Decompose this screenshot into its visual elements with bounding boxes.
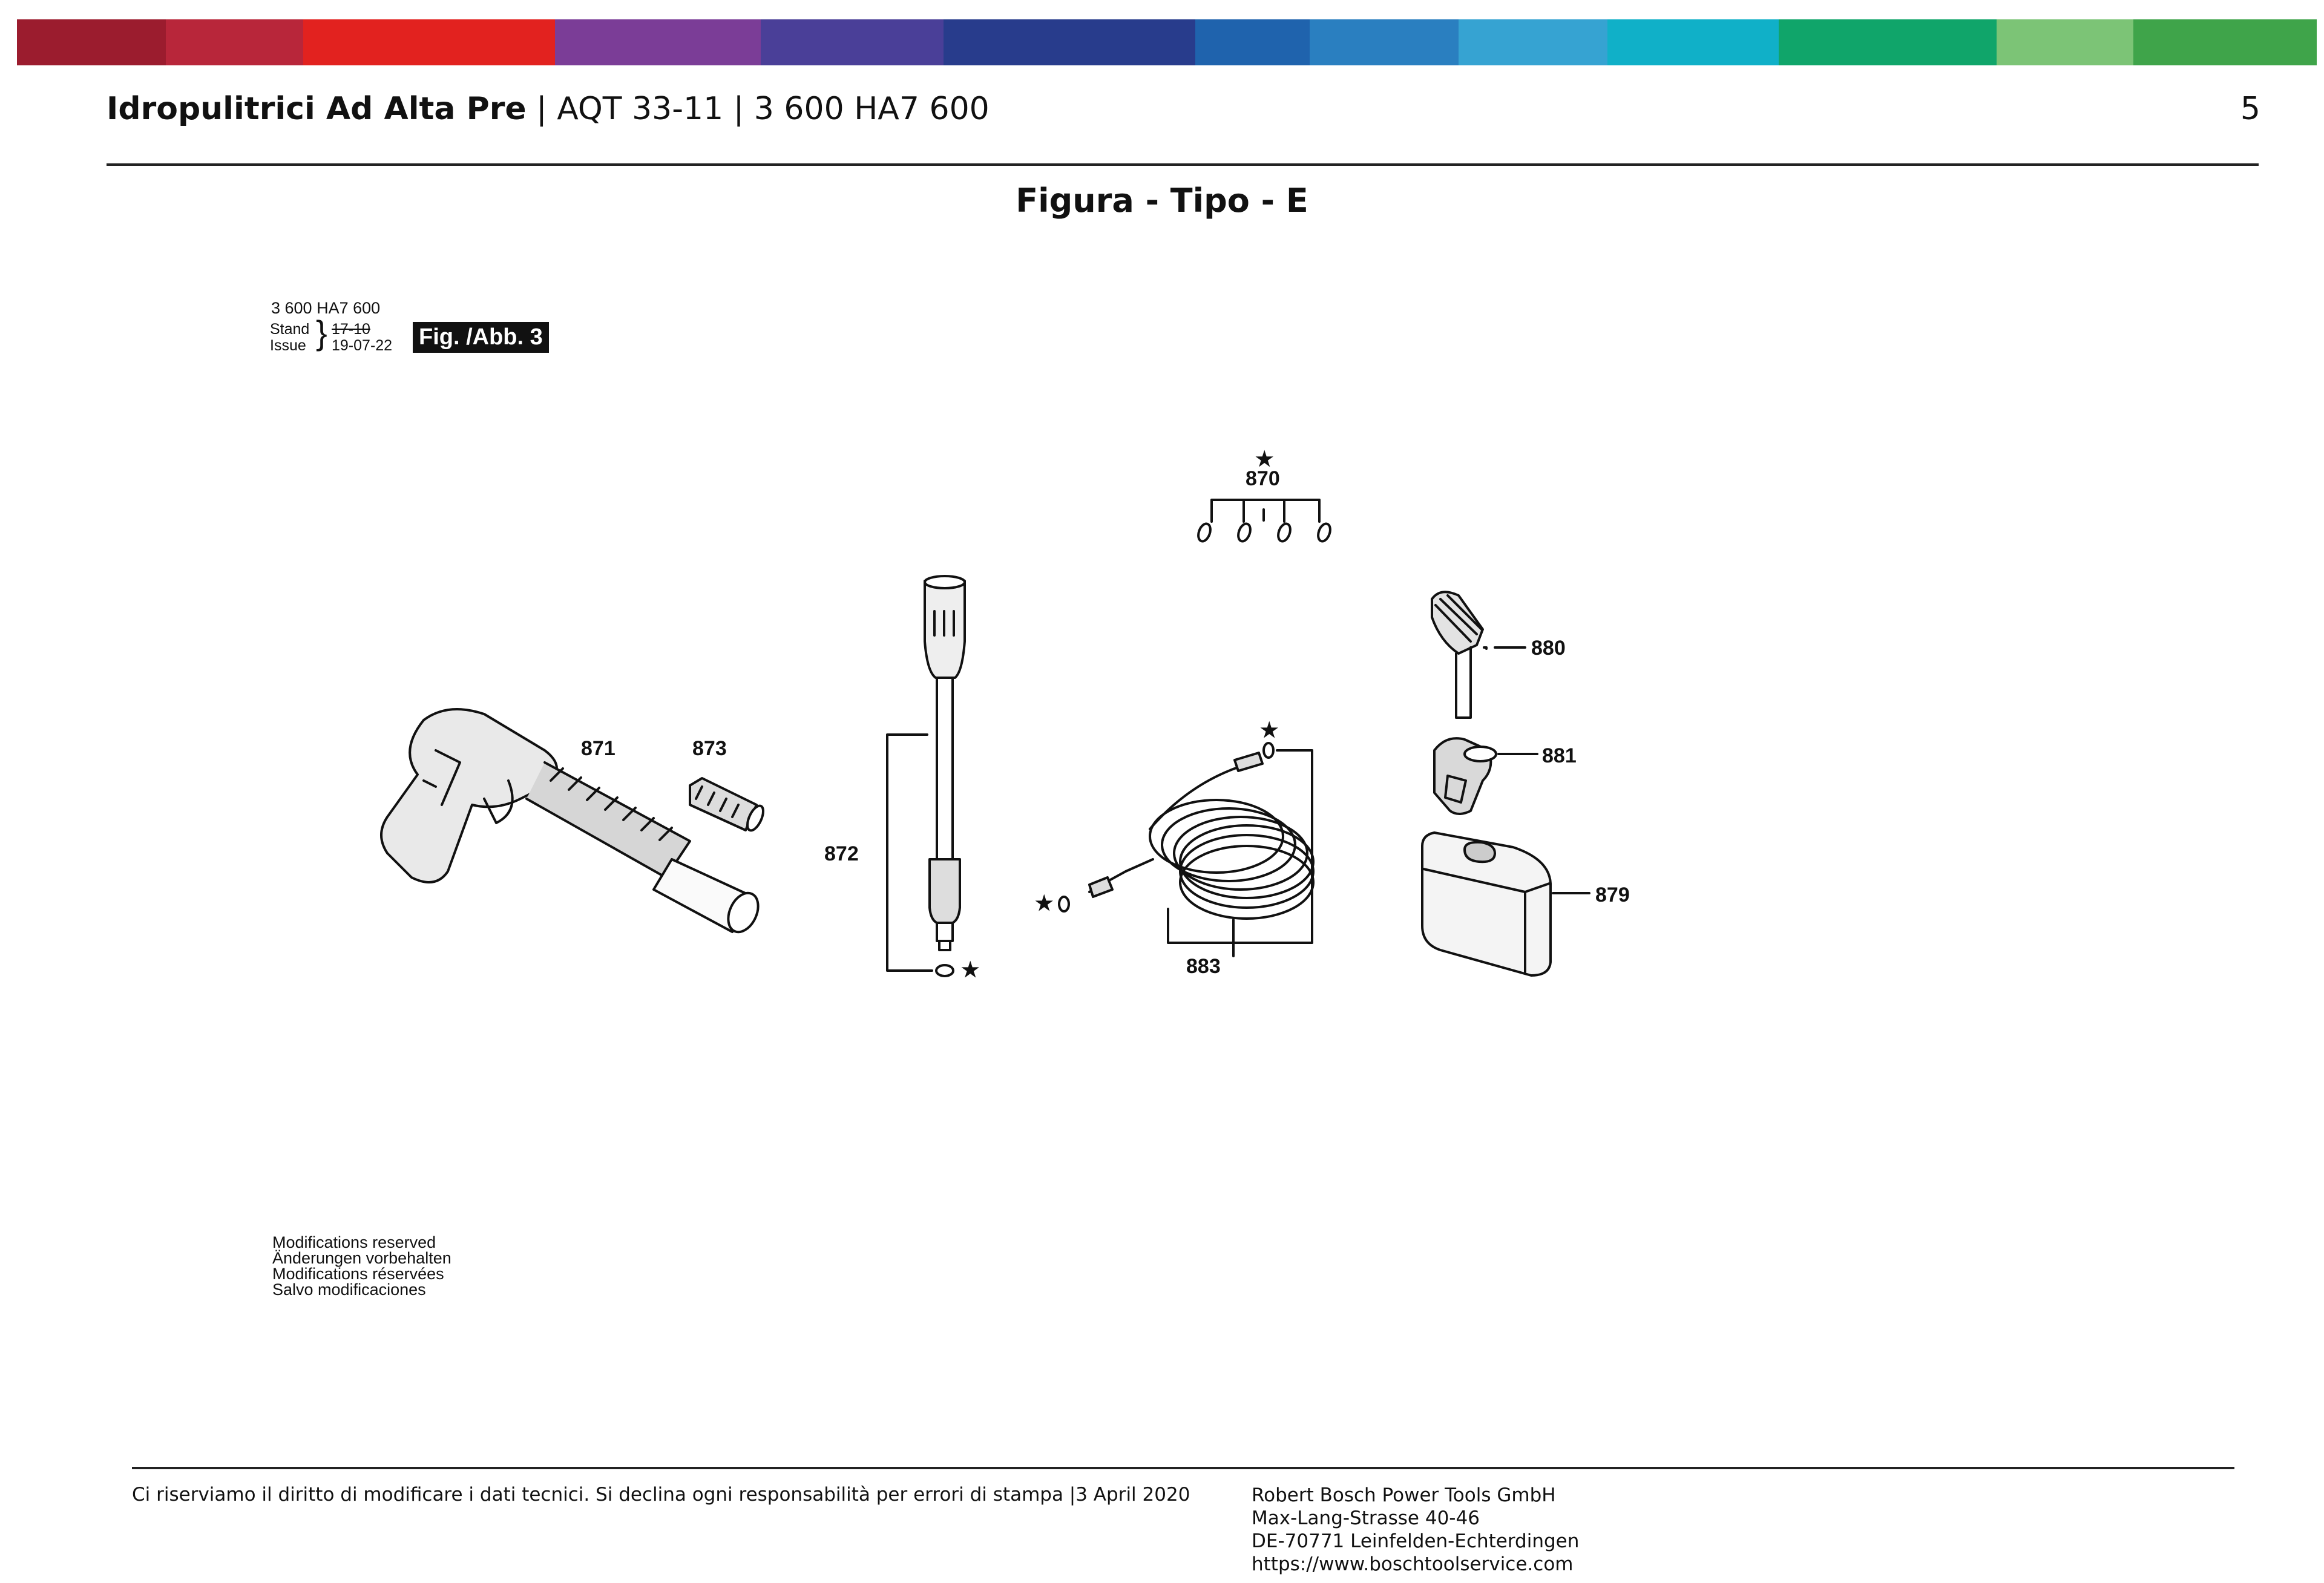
website-link[interactable]: https://www.boschtoolservice.com [1252,1553,1574,1575]
star-icon: ★ [1260,719,1278,742]
header-separator: | [733,91,744,127]
footer-disclaimer: Ci riserviamo il diritto di modificare i… [132,1484,1190,1506]
color-segment [17,19,166,65]
footer-address: Robert Bosch Power Tools GmbH Max-Lang-S… [1252,1484,1579,1576]
brand-color-bar [17,19,2317,65]
issue-date: 19-07-22 [332,337,393,354]
color-segment [165,19,303,65]
part-label-883: 883 [1186,955,1221,978]
color-segment [1779,19,1997,65]
star-icon: ★ [1035,892,1053,915]
modifications-notice: Modifications reserved Änderungen vorbeh… [272,1233,451,1299]
color-segment [554,19,761,65]
modifications-line: Änderungen vorbehalten [272,1249,451,1267]
part-label-880: 880 [1531,637,1566,660]
color-segment [1996,19,2134,65]
color-segment [2133,19,2317,65]
issue-label: Issue [270,337,306,354]
model-name: AQT 33-11 [557,91,724,127]
company-name: Robert Bosch Power Tools GmbH [1252,1484,1556,1506]
brace-icon: } [316,313,327,352]
product-name: Idropulitrici Ad Alta Pre [107,91,527,127]
detergent-cap-880 [1431,591,1488,719]
nozzle-873 [689,777,764,832]
drawing-part-number: 3 600 HA7 600 [271,299,381,317]
color-segment [1310,19,1459,65]
page-number: 5 [2240,91,2260,127]
color-segment [1607,19,1779,65]
part-label-871: 871 [581,737,615,760]
detergent-tank-879 [1421,831,1552,977]
trigger-gun-871 [380,708,760,934]
color-segment [1195,19,1310,65]
part-label-881: 881 [1542,744,1577,767]
color-segment [303,19,555,65]
header-rule [107,163,2259,166]
part-label-870: 870 [1246,467,1280,490]
star-icon: ★ [961,959,979,982]
o-ring-set-870 [1197,499,1331,543]
document-header: Idropulitrici Ad Alta Pre | AQT 33-11 | … [107,91,990,127]
city-address: DE-70771 Leinfelden-Echterdingen [1252,1530,1580,1552]
part-label-872: 872 [824,842,859,865]
footer-rule [132,1467,2234,1469]
part-label-873: 873 [692,737,727,760]
stand-label: Stand [270,321,310,338]
street-address: Max-Lang-Strasse 40-46 [1252,1507,1480,1529]
color-segment [1459,19,1607,65]
star-icon: ★ [1255,448,1273,471]
modifications-line: Salvo modificaciones [272,1280,426,1299]
header-separator: | [536,91,547,127]
figure-title: Figura - Tipo - E [1016,182,1308,220]
color-segment [944,19,1196,65]
part-label-879: 879 [1595,883,1630,906]
hose-883 [1058,742,1315,957]
figure-badge: Fig. /Abb. 3 [413,322,549,353]
color-segment [760,19,944,65]
modifications-line: Modifications reserved [272,1233,436,1251]
spray-lance-872 [886,575,966,977]
header-part-number: 3 600 HA7 600 [753,91,990,127]
old-date: 17-10 [332,321,370,338]
filter-valve-881 [1433,737,1497,815]
modifications-line: Modifications réservées [272,1265,444,1283]
